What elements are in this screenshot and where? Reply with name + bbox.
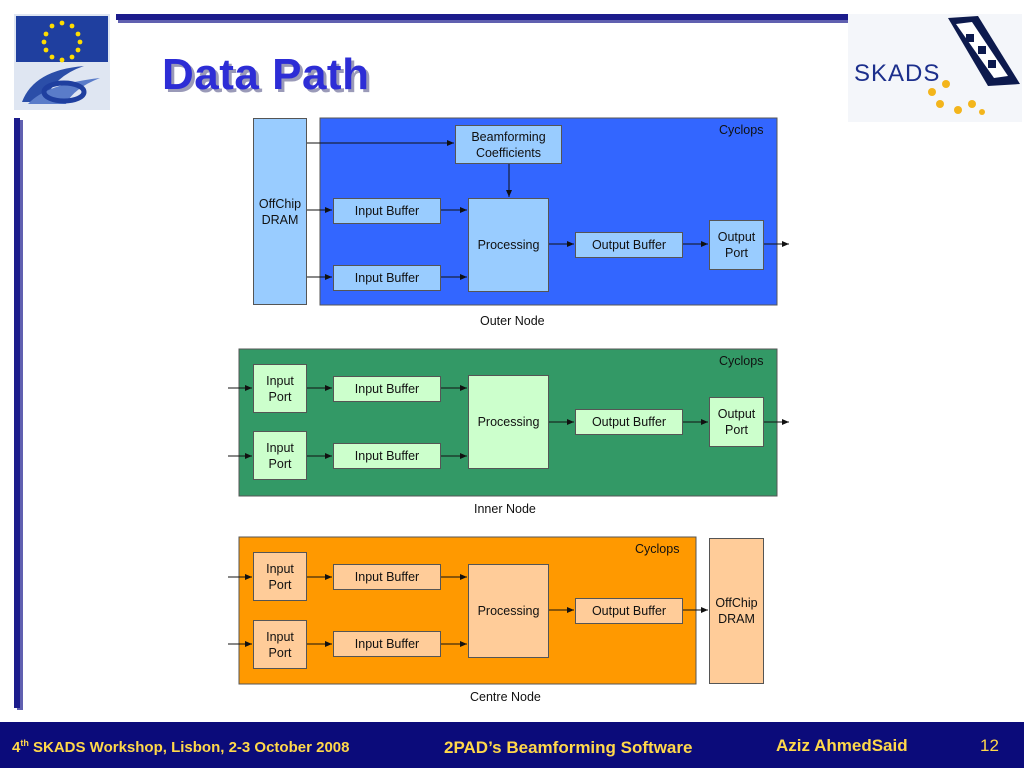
- inner-output-port: Output Port: [709, 397, 764, 447]
- centre-input-buffer-2: Input Buffer: [333, 631, 441, 657]
- centre-processing: Processing: [468, 564, 549, 658]
- outer-input-buffer-1: Input Buffer: [333, 198, 441, 224]
- centre-offchip-dram: OffChip DRAM: [709, 538, 764, 684]
- left-rule: [14, 118, 20, 708]
- footer-workshop-number: 4: [12, 739, 21, 756]
- footer-workshop: 4th SKADS Workshop, Lisbon, 2-3 October …: [12, 738, 349, 756]
- inner-node-caption: Inner Node: [474, 502, 536, 516]
- eu-fp6-logo: [14, 14, 110, 110]
- inner-input-port-1: Input Port: [253, 364, 307, 413]
- centre-input-port-2: Input Port: [253, 620, 307, 669]
- centre-node-caption: Centre Node: [470, 690, 541, 704]
- centre-output-buffer: Output Buffer: [575, 598, 683, 624]
- footer-author: Aziz AhmedSaid: [776, 736, 908, 755]
- inner-output-buffer: Output Buffer: [575, 409, 683, 435]
- inner-input-port-2: Input Port: [253, 431, 307, 480]
- centre-input-buffer-1: Input Buffer: [333, 564, 441, 590]
- centre-cyclops-label: Cyclops: [635, 542, 680, 556]
- outer-offchip-dram: OffChip DRAM: [253, 118, 307, 305]
- footer-workshop-superscript: th: [20, 738, 29, 748]
- outer-output-port: Output Port: [709, 220, 764, 270]
- outer-output-buffer: Output Buffer: [575, 232, 683, 258]
- centre-input-port-1: Input Port: [253, 552, 307, 601]
- inner-input-buffer-1: Input Buffer: [333, 376, 441, 402]
- outer-cyclops-label: Cyclops: [719, 123, 764, 137]
- footer-page-number: 12: [980, 736, 999, 755]
- skads-logo-text: SKADS: [854, 60, 941, 87]
- skads-logo: SKADS: [848, 14, 1022, 122]
- outer-beamforming-coefficients: Beamforming Coefficients: [455, 125, 562, 164]
- slide-title: Data Path: [162, 50, 370, 99]
- outer-processing: Processing: [468, 198, 549, 292]
- top-rule: [116, 14, 926, 20]
- footer-talk-title: 2PAD’s Beamforming Software: [444, 738, 693, 757]
- inner-input-buffer-2: Input Buffer: [333, 443, 441, 469]
- outer-input-buffer-2: Input Buffer: [333, 265, 441, 291]
- footer-workshop-text: SKADS Workshop, Lisbon, 2-3 October 2008: [28, 739, 350, 756]
- inner-cyclops-label: Cyclops: [719, 354, 764, 368]
- outer-node-caption: Outer Node: [480, 314, 545, 328]
- inner-processing: Processing: [468, 375, 549, 469]
- footer-bar: 4th SKADS Workshop, Lisbon, 2-3 October …: [0, 722, 1024, 768]
